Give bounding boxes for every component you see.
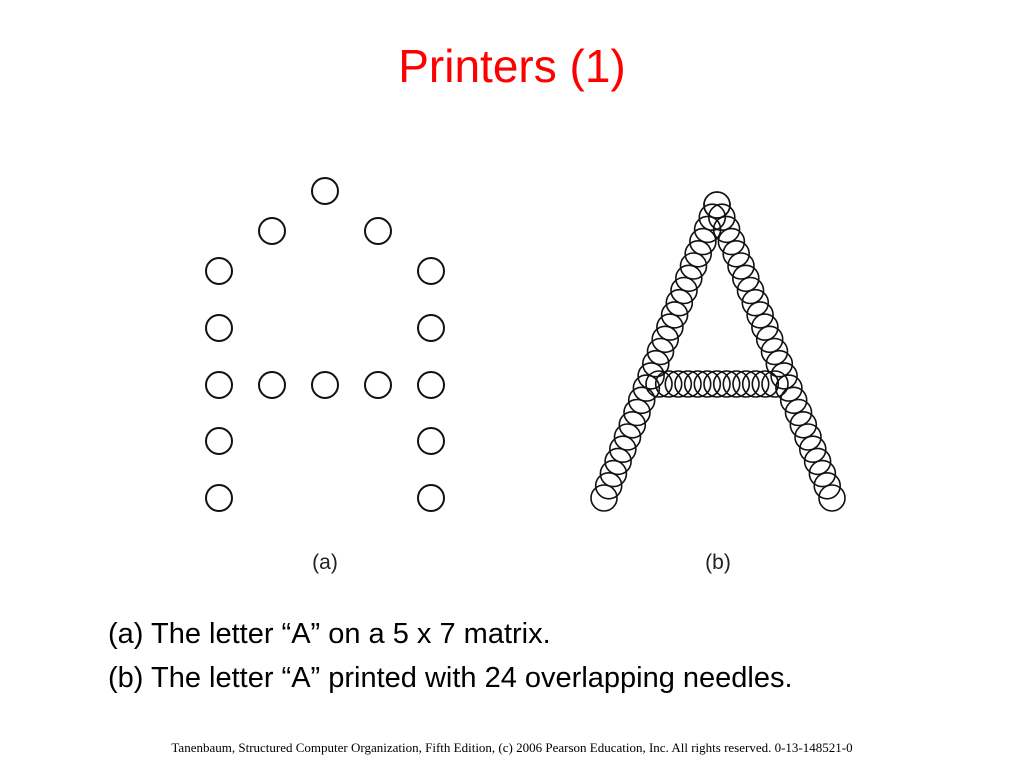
needle-dot (599, 459, 628, 488)
needle-dot (722, 370, 751, 398)
needle-dot (608, 435, 637, 464)
needle-dot (779, 386, 808, 415)
caption-a: (a) The letter “A” on a 5 x 7 matrix. (108, 618, 551, 650)
needle-dot (618, 410, 647, 439)
needle-dot (712, 370, 741, 398)
needle-dot (627, 386, 656, 415)
needle-dot (784, 398, 813, 427)
needle-dot (741, 370, 770, 398)
needle-dot (712, 215, 741, 244)
matrix-dot (364, 371, 392, 399)
matrix-dot (364, 217, 392, 245)
needle-dot (722, 240, 751, 268)
needle-dot (760, 337, 789, 366)
needle-dot (808, 459, 837, 488)
needle-dot (683, 370, 712, 398)
needle-dot (731, 264, 760, 293)
needle-dot (775, 374, 803, 402)
needle-dot (684, 240, 713, 268)
footer-copyright: Tanenbaum, Structured Computer Organizat… (171, 740, 853, 755)
needle-dot (679, 252, 708, 280)
matrix-dot (205, 371, 233, 399)
needle-dot (789, 410, 818, 439)
needle-dot (590, 484, 618, 512)
needle-dot (641, 349, 670, 378)
needle-dot (736, 276, 765, 305)
needle-dot (693, 370, 722, 398)
needle-dot (761, 370, 789, 398)
needle-dot (770, 362, 798, 390)
needle-dot (703, 370, 731, 398)
panel-a-label: (a) (312, 551, 338, 574)
matrix-dot (205, 314, 233, 342)
needle-dot (798, 435, 827, 464)
figure: (a) (b) (205, 177, 846, 574)
needle-dot (689, 227, 717, 256)
needle-dot (813, 471, 842, 500)
needle-dot (623, 398, 651, 427)
needle-dot (613, 423, 642, 451)
needle-dot (794, 423, 822, 451)
needle-dot (656, 313, 684, 341)
slide-title: Printers (1) (398, 40, 626, 92)
needle-dot (637, 362, 665, 390)
panel-b-overlapping-needles (590, 191, 846, 512)
matrix-dot (417, 314, 445, 342)
needle-dot (717, 227, 746, 256)
needle-dot (803, 447, 832, 476)
caption-b: (b) The letter “A” printed with 24 overl… (108, 662, 793, 694)
matrix-dot (205, 484, 233, 512)
needle-dot (703, 191, 731, 219)
panel-a-dot-matrix (205, 177, 445, 512)
needle-dot (665, 288, 694, 317)
needle-dot (674, 264, 703, 293)
needle-dot (727, 252, 755, 280)
needle-dot (818, 484, 846, 512)
matrix-dot (311, 177, 339, 205)
matrix-dot (417, 371, 445, 399)
panel-b-label: (b) (705, 551, 731, 574)
needle-dot (645, 370, 673, 398)
matrix-dot (311, 371, 339, 399)
needle-dot (746, 301, 774, 329)
matrix-dot (205, 427, 233, 455)
needle-dot (654, 370, 683, 398)
needle-dot (594, 471, 623, 500)
needle-dot (660, 301, 689, 329)
needle-dot (765, 349, 794, 378)
matrix-dot (258, 371, 286, 399)
needle-dot (751, 313, 779, 341)
needle-dot (664, 370, 693, 398)
needle-dot (693, 215, 722, 244)
matrix-dot (417, 484, 445, 512)
matrix-dot (417, 427, 445, 455)
needle-dot (651, 325, 680, 354)
needle-dot (646, 337, 675, 366)
needle-dot (755, 325, 784, 354)
needle-dot (732, 370, 760, 398)
needle-dot (670, 276, 698, 305)
needle-dot (751, 370, 780, 398)
needle-dot (674, 370, 702, 398)
matrix-dot (258, 217, 286, 245)
needle-dot (741, 288, 770, 317)
matrix-dot (205, 257, 233, 285)
matrix-dot (417, 257, 445, 285)
needle-dot (632, 374, 661, 402)
needle-dot (604, 447, 632, 476)
